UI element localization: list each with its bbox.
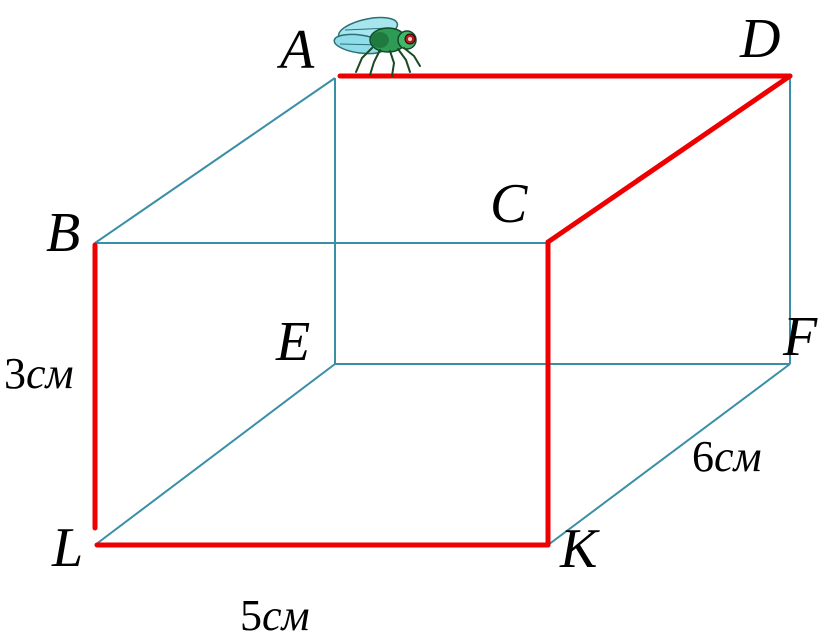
cuboid-edges — [94, 77, 791, 546]
dimension-height-unit: см — [26, 349, 74, 398]
dimension-height: 3см — [4, 349, 74, 398]
vertex-label-E: E — [275, 311, 310, 373]
vertex-label-K: K — [559, 518, 600, 580]
vertex-label-B: B — [46, 202, 80, 264]
dimension-width-value: 5 — [240, 591, 262, 640]
dimension-width: 5см — [240, 591, 310, 640]
edge-F-K — [547, 363, 791, 546]
dimension-depth: 6см — [692, 432, 762, 481]
edge-E-L — [94, 363, 336, 546]
edge-A-B — [94, 77, 336, 244]
dimension-width-unit: см — [262, 591, 310, 640]
vertex-label-A: A — [276, 19, 315, 81]
fly-path — [92, 73, 793, 548]
path-D-C — [545, 73, 793, 245]
dimension-depth-unit: см — [714, 432, 762, 481]
fly-icon — [333, 16, 421, 77]
vertex-label-F: F — [782, 306, 818, 368]
dimension-depth-value: 6 — [692, 432, 714, 481]
vertex-label-D: D — [739, 8, 780, 70]
vertex-label-C: C — [490, 173, 528, 235]
dimension-height-value: 3 — [4, 349, 26, 398]
vertex-label-L: L — [51, 517, 83, 579]
